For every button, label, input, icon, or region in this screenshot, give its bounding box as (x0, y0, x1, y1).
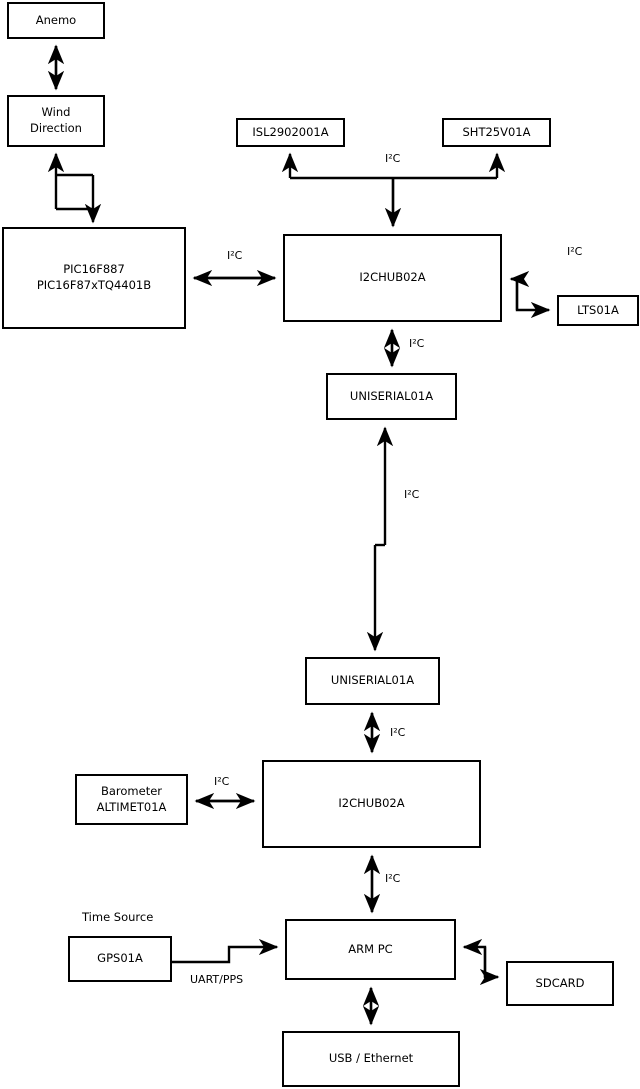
node-pic-mcu-label: PIC16F887 PIC16F87xTQ4401B (36, 262, 152, 292)
wire-sdcard-armpc (462, 938, 487, 977)
node-sdcard[interactable]: SDCARD (506, 961, 614, 1006)
node-uniserial01a-bottom-label: UNISERIAL01A (330, 673, 415, 688)
edge-label-uniserial-link: I²C (404, 488, 420, 501)
node-wind-direction[interactable]: Wind Direction (7, 95, 105, 147)
node-arm-pc-label: ARM PC (348, 941, 393, 956)
edge-label-hub-lts: I²C (567, 245, 583, 258)
node-barometer-label: Barometer ALTIMET01A (96, 783, 167, 814)
edge-label-barometer-hub: I²C (214, 775, 230, 788)
edge-label-pic-hub: I²C (227, 249, 243, 262)
node-usb-ethernet-label: USB / Ethernet (328, 1051, 414, 1066)
node-usb-ethernet[interactable]: USB / Ethernet (282, 1031, 460, 1087)
node-anemo-label: Anemo (35, 12, 77, 27)
node-anemo[interactable]: Anemo (7, 2, 105, 39)
edge-label-hub-uniserial: I²C (409, 337, 425, 350)
node-gps01a[interactable]: GPS01A (68, 936, 172, 982)
node-isl2902001a[interactable]: ISL2902001A (236, 118, 345, 147)
node-i2chub02a-bottom-label: I2CHUB02A (338, 796, 405, 811)
node-i2chub02a-bottom[interactable]: I2CHUB02A (262, 760, 481, 848)
node-uniserial01a-top-label: UNISERIAL01A (349, 388, 434, 403)
node-i2chub02a-top[interactable]: I2CHUB02A (283, 234, 502, 322)
node-uniserial01a-bottom[interactable]: UNISERIAL01A (305, 657, 440, 705)
node-i2chub02a-top-label: I2CHUB02A (359, 270, 426, 285)
edge-label-gps-armpc: UART/PPS (190, 973, 244, 986)
node-sht25v01a[interactable]: SHT25V01A (442, 118, 551, 147)
node-lts01a-label: LTS01A (577, 302, 619, 317)
node-isl2902001a-label: ISL2902001A (252, 124, 329, 139)
node-wind-direction-label: Wind Direction (30, 105, 82, 135)
label-time-source: Time Source (82, 910, 154, 924)
node-lts01a[interactable]: LTS01A (557, 295, 639, 326)
wire-armpc-sdcard (479, 947, 500, 986)
node-sht25v01a-label: SHT25V01A (462, 124, 531, 139)
node-pic-mcu[interactable]: PIC16F887 PIC16F87xTQ4401B (2, 227, 186, 329)
edge-label-uni-hub-bottom: I²C (390, 726, 406, 739)
node-barometer[interactable]: Barometer ALTIMET01A (75, 774, 188, 825)
node-gps01a-label: GPS01A (97, 951, 143, 966)
edge-label-sensors-hub: I²C (385, 152, 401, 165)
node-sdcard-label: SDCARD (535, 975, 585, 990)
node-arm-pc[interactable]: ARM PC (285, 919, 456, 980)
wire-hub-lts (515, 279, 551, 319)
node-uniserial01a-top[interactable]: UNISERIAL01A (326, 373, 457, 420)
wire-gps-armpc (172, 938, 279, 964)
edge-label-hub-armpc: I²C (385, 872, 401, 885)
